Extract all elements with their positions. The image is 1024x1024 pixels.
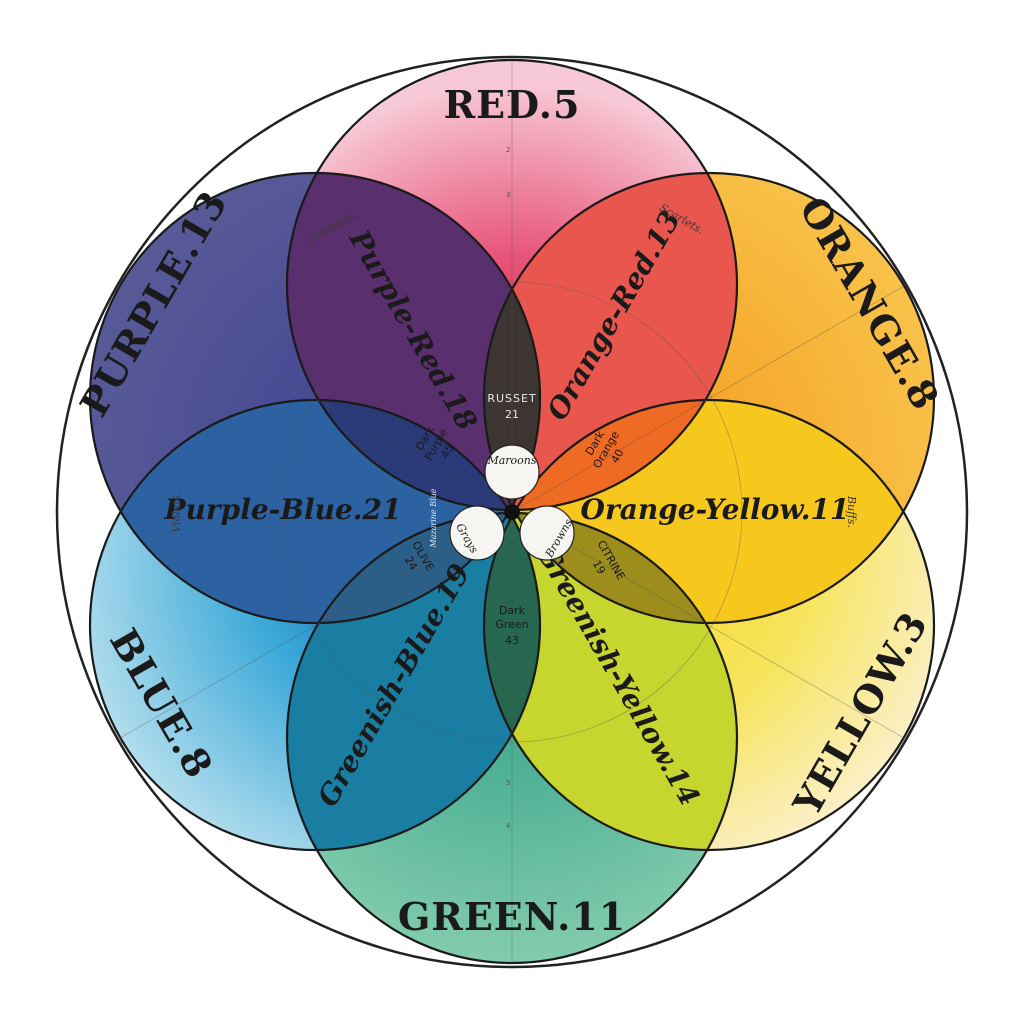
- svg-text:43: 43: [505, 634, 519, 647]
- svg-text:45: 45: [438, 442, 456, 461]
- center-dot: [504, 504, 520, 520]
- purple-blue-label: Purple-Blue.21: [163, 493, 401, 526]
- tick-label: 5: [506, 779, 510, 787]
- mazarine-annotation: Mazarine Blue: [429, 488, 438, 548]
- orange-yellow-region: [484, 400, 934, 623]
- dark-purple-label: Dark Purple 45: [413, 423, 457, 463]
- russet-label: RUSSET 21: [487, 392, 536, 421]
- maroons-label: Maroons: [486, 454, 536, 467]
- violets-annotation: Violets.: [170, 491, 183, 532]
- svg-text:19: 19: [590, 558, 608, 577]
- purple-blue-region: [90, 400, 540, 623]
- outer-ring: [55, 55, 969, 969]
- svg-text:21: 21: [505, 408, 519, 421]
- green-label: GREEN.11: [398, 894, 626, 939]
- red-label: RED.5: [444, 82, 581, 127]
- orange-yellow-label: Orange-Yellow.11: [581, 493, 850, 526]
- dark-green-label: Dark Green 43: [495, 604, 528, 647]
- tick-label: 1: [506, 90, 510, 98]
- maroons-lobe: [484, 444, 540, 500]
- browns-lobe: [519, 505, 575, 561]
- tick-label: 2: [506, 146, 510, 154]
- svg-text:RUSSET: RUSSET: [487, 392, 536, 405]
- tick-marks: 1 2 3 4 5: [506, 90, 511, 830]
- grays-lobe: [449, 505, 505, 561]
- tick-label: 3: [506, 191, 510, 199]
- tick-label: 4: [506, 822, 511, 830]
- svg-text:Dark: Dark: [499, 604, 526, 617]
- buffs-annotation: Buffs.: [845, 495, 858, 528]
- svg-text:40: 40: [608, 447, 626, 466]
- svg-text:24: 24: [402, 554, 420, 573]
- svg-text:Green: Green: [495, 618, 528, 631]
